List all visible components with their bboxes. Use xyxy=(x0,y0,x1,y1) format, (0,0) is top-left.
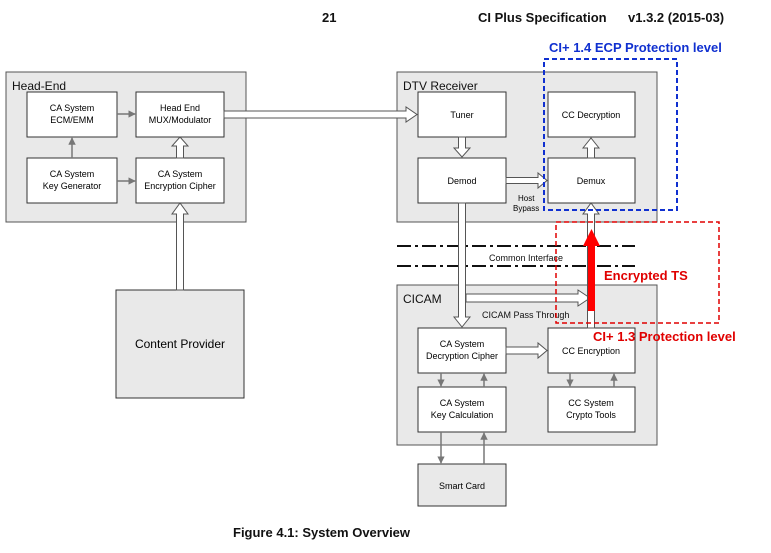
spec-version: v1.3.2 (2015-03) xyxy=(628,10,725,25)
content-provider-label: Content Provider xyxy=(135,337,225,351)
host-bypass-label-2: Bypass xyxy=(513,204,539,213)
smart-card-label: Smart Card xyxy=(439,481,485,491)
key-calculation-line1: CA System xyxy=(440,398,485,408)
cicam-pass-through-label: CICAM Pass Through xyxy=(482,310,569,320)
head-end-mux-line2: MUX/Modulator xyxy=(149,115,212,125)
cc-decryption-block xyxy=(547,91,636,138)
ca-system-decryption-cipher-block xyxy=(417,327,507,374)
ci13-protection-level-box xyxy=(555,221,720,324)
cc-system-crypto-tools-block xyxy=(547,386,636,433)
ci13-protection-level-label: CI+ 1.3 Protection level xyxy=(593,329,736,344)
demod-to-decryption-cipher-arrow xyxy=(452,202,472,328)
demux-block xyxy=(547,157,636,204)
cc-encryption-label: CC Encryption xyxy=(562,346,620,356)
ca-system-encryption-cipher-block xyxy=(135,157,225,204)
host-bypass-label-1: Host xyxy=(518,194,535,203)
key-generator-line1: CA System xyxy=(50,169,95,179)
cicam-title: CICAM xyxy=(403,292,442,306)
mux-to-tuner-arrow xyxy=(223,106,418,123)
encrypted-ts-label: Encrypted TS xyxy=(604,268,688,283)
tuner-block xyxy=(417,91,507,138)
key-calculation-line2: Key Calculation xyxy=(431,410,494,420)
head-end-title: Head-End xyxy=(12,79,66,93)
ca-system-ecm-emm-block xyxy=(26,91,118,138)
crypto-tools-line1: CC System xyxy=(568,398,614,408)
demod-label: Demod xyxy=(447,176,476,186)
common-interface-label: Common Interface xyxy=(489,253,563,263)
dtv-receiver-title: DTV Receiver xyxy=(403,79,478,93)
demux-label: Demux xyxy=(577,176,606,186)
ca-system-key-calculation-block xyxy=(417,386,507,433)
crypto-tools-line2: Crypto Tools xyxy=(566,410,616,420)
decryption-cipher-line1: CA System xyxy=(440,339,485,349)
cicam-pass-through-arrow xyxy=(465,289,591,307)
key-generator-line2: Key Generator xyxy=(43,181,102,191)
cc-decryption-label: CC Decryption xyxy=(562,110,621,120)
content-provider-block xyxy=(115,289,245,399)
spec-title: CI Plus Specification xyxy=(478,10,607,25)
encryption-cipher-line2: Encryption Cipher xyxy=(144,181,216,191)
content-provider-to-cipher-arrow xyxy=(171,202,189,291)
ecp-protection-level-box xyxy=(543,58,678,211)
tuner-label: Tuner xyxy=(450,110,473,120)
ca-system-ecm-emm-line2: ECM/EMM xyxy=(50,115,94,125)
decryption-cipher-line2: Decryption Cipher xyxy=(426,351,498,361)
ecp-protection-level-label: CI+ 1.4 ECP Protection level xyxy=(549,40,722,55)
cc-encryption-block xyxy=(547,327,636,374)
cipher-to-mux-arrow xyxy=(170,136,190,159)
host-bypass-arrow xyxy=(505,171,548,190)
ca-system-ecm-emm-line1: CA System xyxy=(50,103,95,113)
smart-card-block xyxy=(417,463,507,507)
encrypted-ts-arrow-head xyxy=(583,229,600,246)
tuner-to-demod-arrow xyxy=(452,136,472,158)
head-end-mux-line1: Head End xyxy=(160,103,200,113)
page-number: 21 xyxy=(322,10,337,25)
encrypted-ts-arrow-shaft xyxy=(588,243,595,311)
dec-cipher-to-cc-encryption-arrow xyxy=(505,341,548,360)
encryption-cipher-line1: CA System xyxy=(158,169,203,179)
figure-caption: Figure 4.1: System Overview xyxy=(233,525,411,540)
demux-to-cc-decryption-arrow xyxy=(581,137,601,159)
